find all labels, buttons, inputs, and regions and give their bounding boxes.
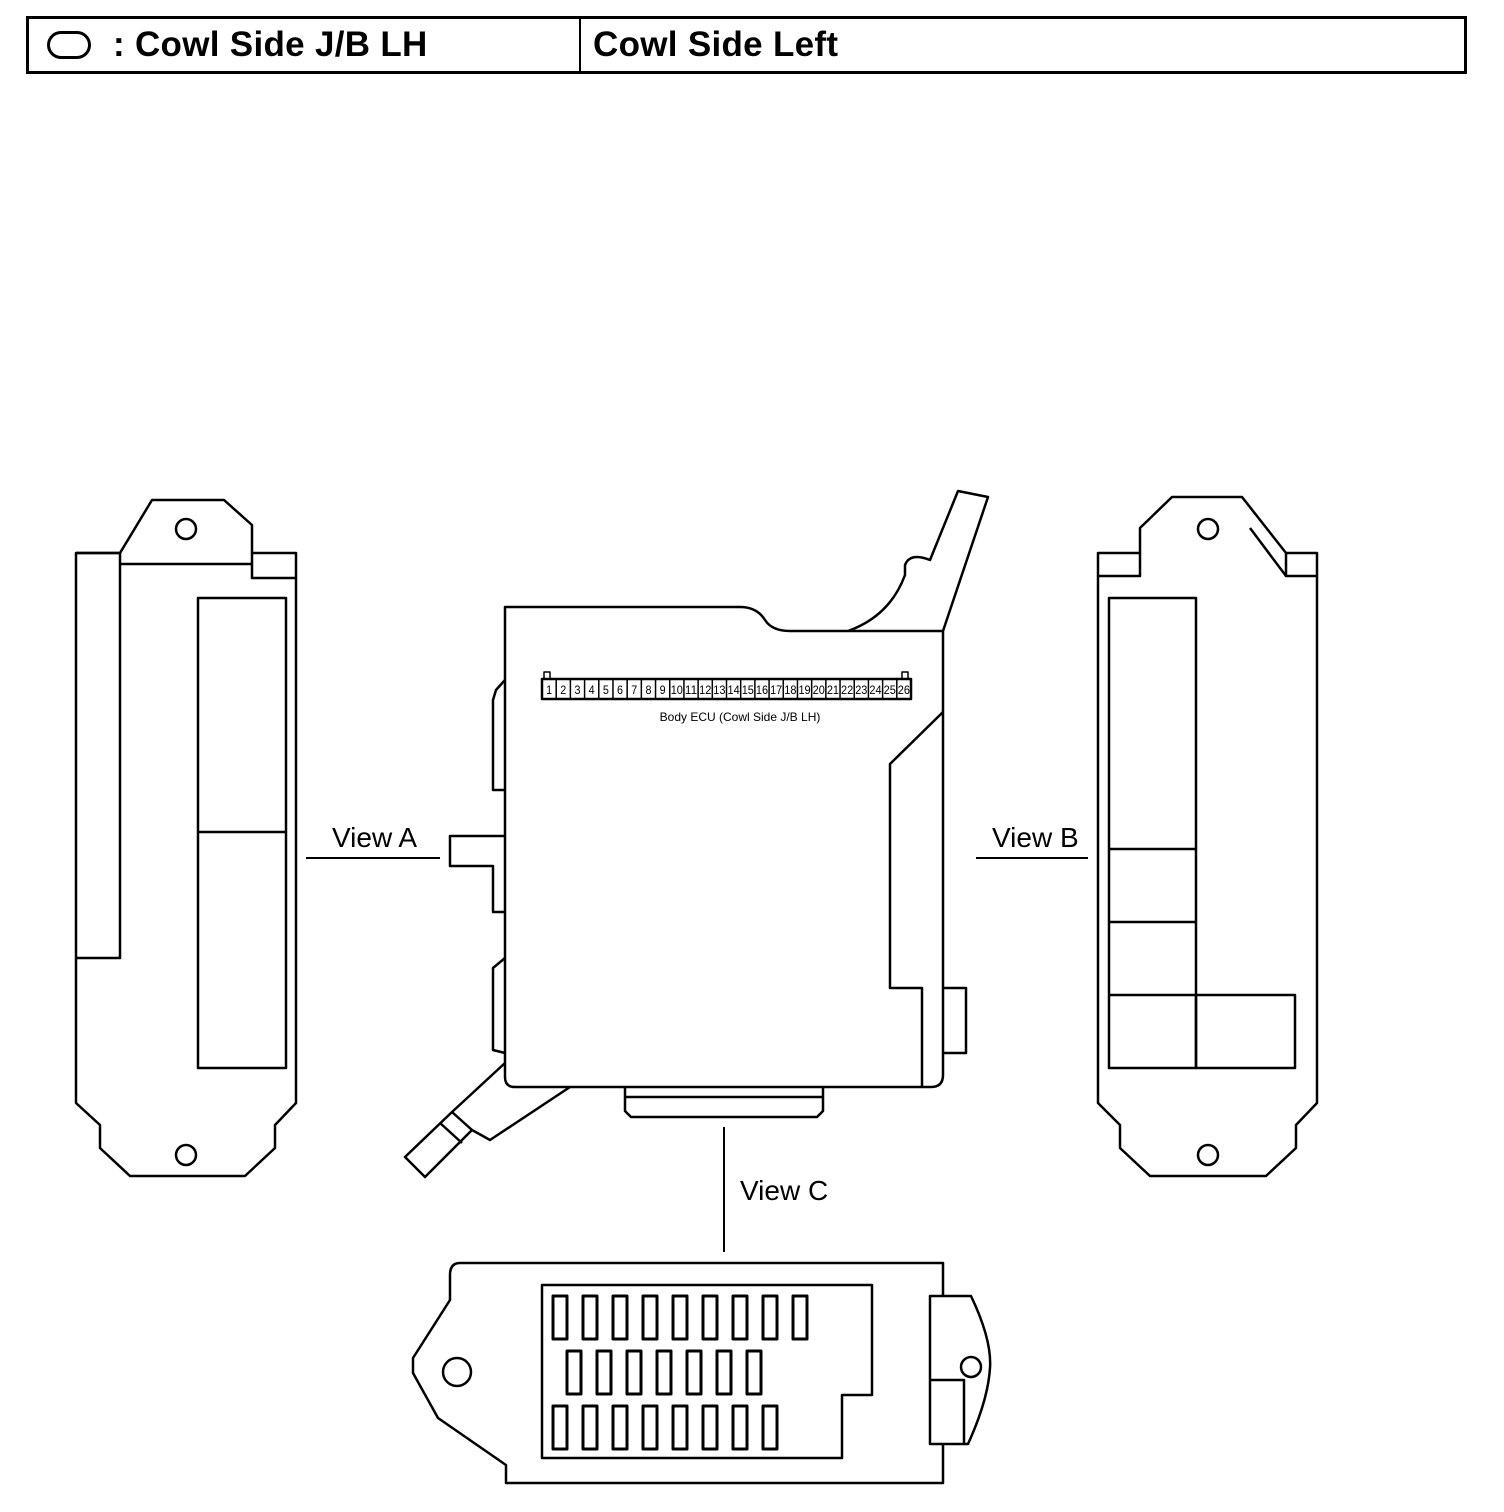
view-b-panel xyxy=(1096,495,1319,1178)
pin-number: 1 xyxy=(546,683,552,697)
pin-number: 11 xyxy=(685,683,697,697)
connector-cavity xyxy=(701,1404,719,1451)
body-ecu-junction-block xyxy=(403,489,990,1179)
pin-number: 7 xyxy=(631,683,637,697)
connector-cavity xyxy=(761,1294,779,1341)
pin-number: 3 xyxy=(574,683,580,697)
view-a-panel xyxy=(74,498,298,1178)
pin-number: 10 xyxy=(671,683,683,697)
connector-cavity xyxy=(551,1404,569,1451)
connector-cavity xyxy=(641,1404,659,1451)
connector-cavity xyxy=(611,1404,629,1451)
pin-number: 6 xyxy=(617,683,623,697)
connector-oval-icon xyxy=(47,31,91,59)
header-side-cell: Cowl Side Left xyxy=(581,19,1464,71)
pin-number: 5 xyxy=(603,683,609,697)
connector-cavity xyxy=(791,1294,809,1341)
pin-number: 21 xyxy=(827,683,839,697)
pin-number: 12 xyxy=(699,683,711,697)
pin-number: 16 xyxy=(756,683,768,697)
location-name: : Cowl Side J/B LH xyxy=(113,25,428,64)
connector-cavity xyxy=(761,1404,779,1451)
connector-cavity xyxy=(581,1294,599,1341)
pin-number: 8 xyxy=(645,683,651,697)
connector-cavity xyxy=(581,1404,599,1451)
pin-number: 13 xyxy=(713,683,725,697)
location-side: Cowl Side Left xyxy=(593,25,839,64)
pin-number: 15 xyxy=(742,683,754,697)
pin-number: 24 xyxy=(869,683,881,697)
pin-number: 17 xyxy=(770,683,782,697)
pin-number: 14 xyxy=(728,683,740,697)
connector-cavity xyxy=(655,1349,673,1396)
connector-cavity xyxy=(641,1294,659,1341)
ecu-label: Body ECU (Cowl Side J/B LH) xyxy=(660,710,821,724)
pin-number: 2 xyxy=(560,683,566,697)
connector-cavity xyxy=(715,1349,733,1396)
connector-cavity xyxy=(745,1349,763,1396)
pin-number: 9 xyxy=(660,683,666,697)
connector-cavity xyxy=(685,1349,703,1396)
connector-cavity xyxy=(731,1404,749,1451)
pin-number: 25 xyxy=(884,683,896,697)
connector-cavity xyxy=(625,1349,643,1396)
header-location-cell: : Cowl Side J/B LH xyxy=(29,19,581,71)
connector-cavity xyxy=(595,1349,613,1396)
view-a-label: View A xyxy=(332,822,417,853)
view-b-label: View B xyxy=(992,822,1079,853)
pin-number: 4 xyxy=(589,683,595,697)
pin-number: 22 xyxy=(841,683,853,697)
pin-number: 19 xyxy=(798,683,810,697)
connector-cavity xyxy=(551,1294,569,1341)
connector-cavity xyxy=(701,1294,719,1341)
pin-number: 18 xyxy=(784,683,796,697)
connector-cavity xyxy=(611,1294,629,1341)
view-c-panel xyxy=(411,1261,992,1485)
connector-cavity xyxy=(671,1404,689,1451)
location-header: : Cowl Side J/B LH Cowl Side Left xyxy=(26,16,1467,74)
pin-number: 20 xyxy=(813,683,825,697)
pin-number: 26 xyxy=(898,683,910,697)
pin-number: 23 xyxy=(855,683,867,697)
connector-cavity xyxy=(731,1294,749,1341)
connector-cavity xyxy=(671,1294,689,1341)
connector-cavity xyxy=(565,1349,583,1396)
view-c-label: View C xyxy=(740,1175,828,1206)
